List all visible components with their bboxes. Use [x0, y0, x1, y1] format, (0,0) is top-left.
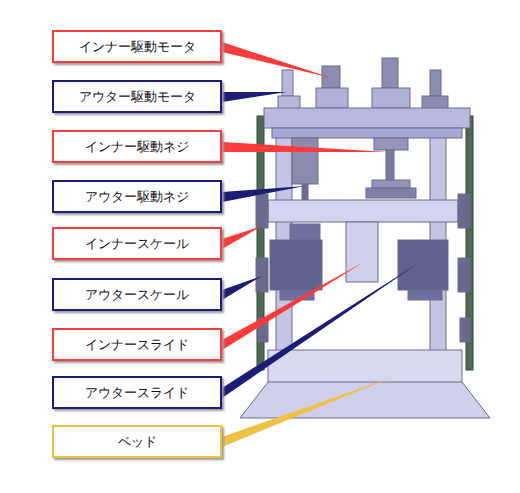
part-name: アウタースケール [85, 286, 189, 304]
callout-box: ベッド [52, 425, 222, 458]
part-name: インナー駆動モータ [79, 38, 196, 56]
callout-box: アウタースケール [52, 278, 222, 311]
part-name: アウタースライド [85, 384, 189, 402]
part-name: アウター駆動モータ [79, 88, 196, 106]
callout-box: インナー駆動モータ [52, 30, 222, 63]
part-name: インナースケール [85, 235, 189, 253]
callout-box: インナースライド [52, 328, 222, 361]
part-name: アウター駆動ネジ [85, 188, 189, 206]
part-name: インナー駆動ネジ [85, 138, 189, 156]
callout-box: インナー駆動ネジ [52, 130, 222, 163]
callout-box: アウタースライド [52, 376, 222, 409]
part-name: ベッド [118, 433, 157, 451]
callout-box: アウター駆動ネジ [52, 180, 222, 213]
callout-box: アウター駆動モータ [52, 80, 222, 113]
part-name: インナースライド [85, 336, 189, 354]
callout-box: インナースケール [52, 227, 222, 260]
